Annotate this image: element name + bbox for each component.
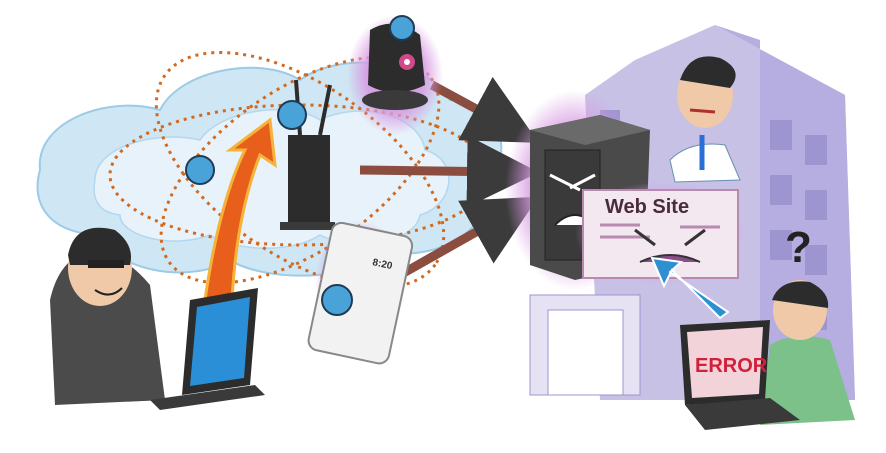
- hacker-laptop: [150, 288, 265, 410]
- traffic-arrows: [359, 76, 539, 279]
- infected-smartphone: 8:20: [307, 220, 414, 365]
- infected-router: [280, 79, 335, 230]
- infected-webcam: [347, 15, 443, 135]
- hacker-figure: [50, 227, 165, 405]
- svg-text:?: ?: [785, 223, 812, 272]
- worried-man: [669, 56, 741, 183]
- confused-user: ?: [760, 223, 855, 425]
- pointer-arrow: [650, 256, 730, 320]
- user-laptop: ERROR: [680, 320, 800, 430]
- attack-arrow: [203, 117, 277, 304]
- error-message: ERROR: [695, 355, 768, 377]
- website-title: Web Site: [605, 196, 689, 218]
- bot-creatures: [185, 15, 415, 316]
- phone-time: 8:20: [371, 257, 393, 272]
